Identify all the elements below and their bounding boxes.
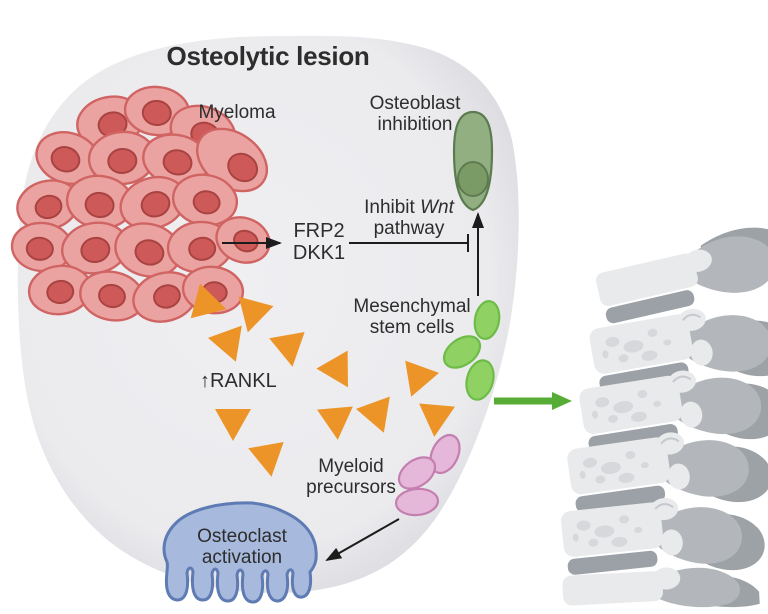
spine-illustration [558,227,768,608]
myeloma-cell-cluster [10,85,271,323]
osteoclast-activation-label: Osteoclast activation [172,526,312,568]
myeloid-line1: Myeloid [318,456,384,477]
frp2-line: FRP2 [293,220,345,242]
myeloid-precursors-label: Myeloid precursors [291,456,411,498]
myeloid-cell [429,433,461,475]
inhibit-wnt-label: Inhibit Wnt pathway [349,197,469,239]
arrows [222,212,572,561]
myeloma-cell [171,173,239,227]
frp2-dkk1-label: FRP2 DKK1 [284,220,354,264]
osteoclast-line2: activation [201,547,283,568]
dkk1-line: DKK1 [292,242,346,264]
osteoblast-cell [452,110,494,212]
myeloma-cell [79,270,145,322]
msc-cell [442,335,482,369]
inhibit-wnt-inhibitor-line [349,234,469,252]
myeloid-precursor-cells [394,433,461,517]
osteoclast-line1: Osteoclast [197,526,287,547]
myeloma-cell [119,175,187,231]
mesenchymal-line1: Mesenchymal [353,296,471,317]
mesenchymal-line2: stem cells [369,317,455,338]
myeloid-cell [394,487,440,517]
osteoblast-inhibition-line2: inhibition [377,114,453,135]
msc-cell [473,300,501,340]
pathway-word: pathway [373,218,445,239]
osteoclast-cell [162,501,318,604]
osteoblast-inhibition-label: Osteoblast inhibition [355,93,475,135]
myeloma-cell [10,221,74,273]
myeloma-cell [16,179,80,231]
myeloid-cell [397,456,437,490]
inhibit-word: Inhibit [364,197,415,218]
msc-cell [465,359,495,401]
myeloma-cell [27,264,93,316]
mesenchymal-stem-cells [442,300,501,401]
page-title: Osteolytic lesion [166,41,370,71]
osteoblast-inhibition-line1: Osteoblast [369,93,461,114]
wnt-word: Wnt [420,197,454,218]
rankl-label: ↑RANKL [200,370,277,392]
vertebra-partial-bottom [562,567,760,608]
mesenchymal-label: Mesenchymal stem cells [347,296,477,338]
myeloma-label: Myeloma [198,102,276,123]
myeloma-cell [215,216,271,264]
rankl-triangles [190,283,455,477]
vertebra-partial-top [595,227,768,324]
myeloid-to-osteoclast-arrow [325,518,400,561]
myeloid-line2: precursors [306,477,396,498]
